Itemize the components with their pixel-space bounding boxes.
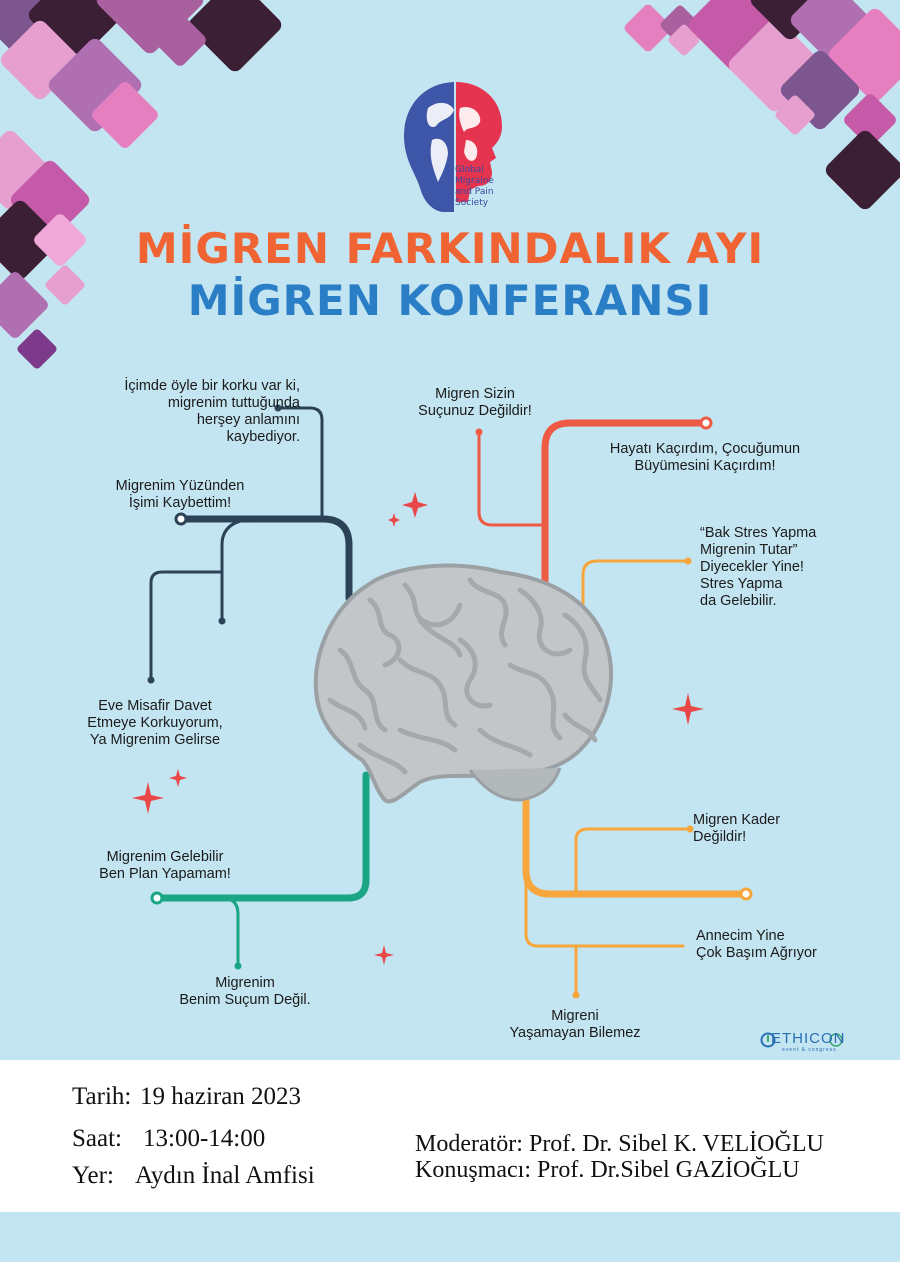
quote-line: Migrenin Tutar”	[700, 542, 798, 558]
quote-line: Annecim Yine	[696, 928, 785, 944]
quote-line: Migren Sizin	[435, 386, 515, 402]
time-value: 13:00-14:00	[143, 1125, 266, 1152]
place-label: Yer:	[72, 1162, 114, 1189]
quote-sizin: Migren Sizin Suçunuz Değildir!	[395, 386, 555, 420]
logo-line: Global	[455, 165, 484, 175]
quote-line: Diyecekler Yine!	[700, 559, 804, 575]
quote-stres: “Bak Stres Yapma Migrenin Tutar” Diyecek…	[700, 525, 880, 610]
quote-line: herşey anlamını	[196, 412, 300, 428]
sponsor-name: ETHICON	[771, 1030, 846, 1047]
mind-map-lines	[147, 404, 753, 999]
quote-line: Çok Başım Ağrıyor	[696, 945, 817, 961]
quote-line: Etmeye Korkuyorum,	[87, 715, 223, 731]
quote-line: Suçunuz Değildir!	[418, 403, 532, 419]
sponsor-tagline: event & congress	[782, 1047, 837, 1053]
quote-line: Hayatı Kaçırdım, Çocuğumun	[609, 441, 801, 457]
quote-kader: Migren Kader Değildir!	[693, 812, 853, 846]
quote-line: Büyümesini Kaçırdım!	[634, 458, 776, 474]
quote-line: İçimde öyle bir korku var ki,	[124, 378, 300, 394]
brain-icon	[313, 563, 613, 804]
bottom-strip	[0, 1212, 900, 1262]
logo-line: and Pain	[455, 187, 494, 197]
quote-line: Stres Yapma	[700, 576, 783, 592]
quote-line: İşimi Kaybettim!	[128, 495, 232, 511]
quote-line: Değildir!	[693, 829, 747, 845]
quote-line: Benim Suçum Değil.	[179, 992, 311, 1008]
quote-line: da Gelebilir.	[700, 593, 777, 609]
time-label: Saat:	[72, 1125, 122, 1152]
quote-line: Migren Kader	[693, 812, 781, 828]
quote-line: Migreni	[551, 1008, 599, 1024]
info-panel	[0, 1060, 900, 1212]
quote-yasamayan: Migreni Yaşamayan Bilemez	[480, 1008, 670, 1042]
quote-korku: İçimde öyle bir korku var ki, migrenim t…	[40, 378, 300, 446]
quote-sucum: Migrenim Benim Suçum Değil.	[150, 975, 340, 1009]
quote-isimi: Migrenim Yüzünden İşimi Kaybettim!	[90, 478, 270, 512]
quote-line: Ben Plan Yapamam!	[99, 866, 231, 882]
ethicon-logo-icon	[760, 1032, 843, 1048]
moderator-credit: Moderatör: Prof. Dr. Sibel K. VELİOĞLU	[415, 1131, 824, 1157]
quote-line: kaybediyor.	[226, 429, 300, 445]
place-value: Aydın İnal Amfisi	[135, 1162, 315, 1189]
decorative-squares	[0, 0, 900, 965]
quote-line: Eve Misafir Davet	[98, 698, 212, 714]
quote-hayati: Hayatı Kaçırdım, Çocuğumun Büyümesini Ka…	[580, 441, 830, 475]
quote-line: Migrenim Gelebilir	[106, 849, 224, 865]
date-label: Tarih:	[72, 1083, 132, 1110]
title-line-1: MİGREN FARKINDALIK AYI	[135, 224, 765, 273]
logo-line: Society	[455, 198, 489, 208]
logo-line: Migraine	[455, 176, 494, 186]
quote-line: “Bak Stres Yapma	[700, 525, 817, 541]
speaker-credit: Konuşmacı: Prof. Dr.Sibel GAZİOĞLU	[415, 1157, 800, 1183]
quote-line: migrenim tuttuğunda	[167, 395, 300, 411]
globe-head-icon	[404, 82, 502, 212]
logo-text: Global Migraine and Pain Society	[455, 165, 494, 209]
quote-misafir: Eve Misafir Davet Etmeye Korkuyorum, Ya …	[60, 698, 250, 749]
quote-line: Yaşamayan Bilemez	[509, 1025, 641, 1041]
quote-line: Ya Migrenim Gelirse	[89, 732, 221, 748]
title-line-2: MİGREN KONFERANSI	[187, 276, 713, 325]
date-value: 19 haziran 2023	[140, 1083, 302, 1110]
quote-line: Migrenim Yüzünden	[115, 478, 245, 494]
quote-annecim: Annecim Yine Çok Başım Ağrıyor	[696, 928, 876, 962]
quote-line: Migrenim	[215, 975, 275, 991]
quote-plan: Migrenim Gelebilir Ben Plan Yapamam!	[70, 849, 260, 883]
